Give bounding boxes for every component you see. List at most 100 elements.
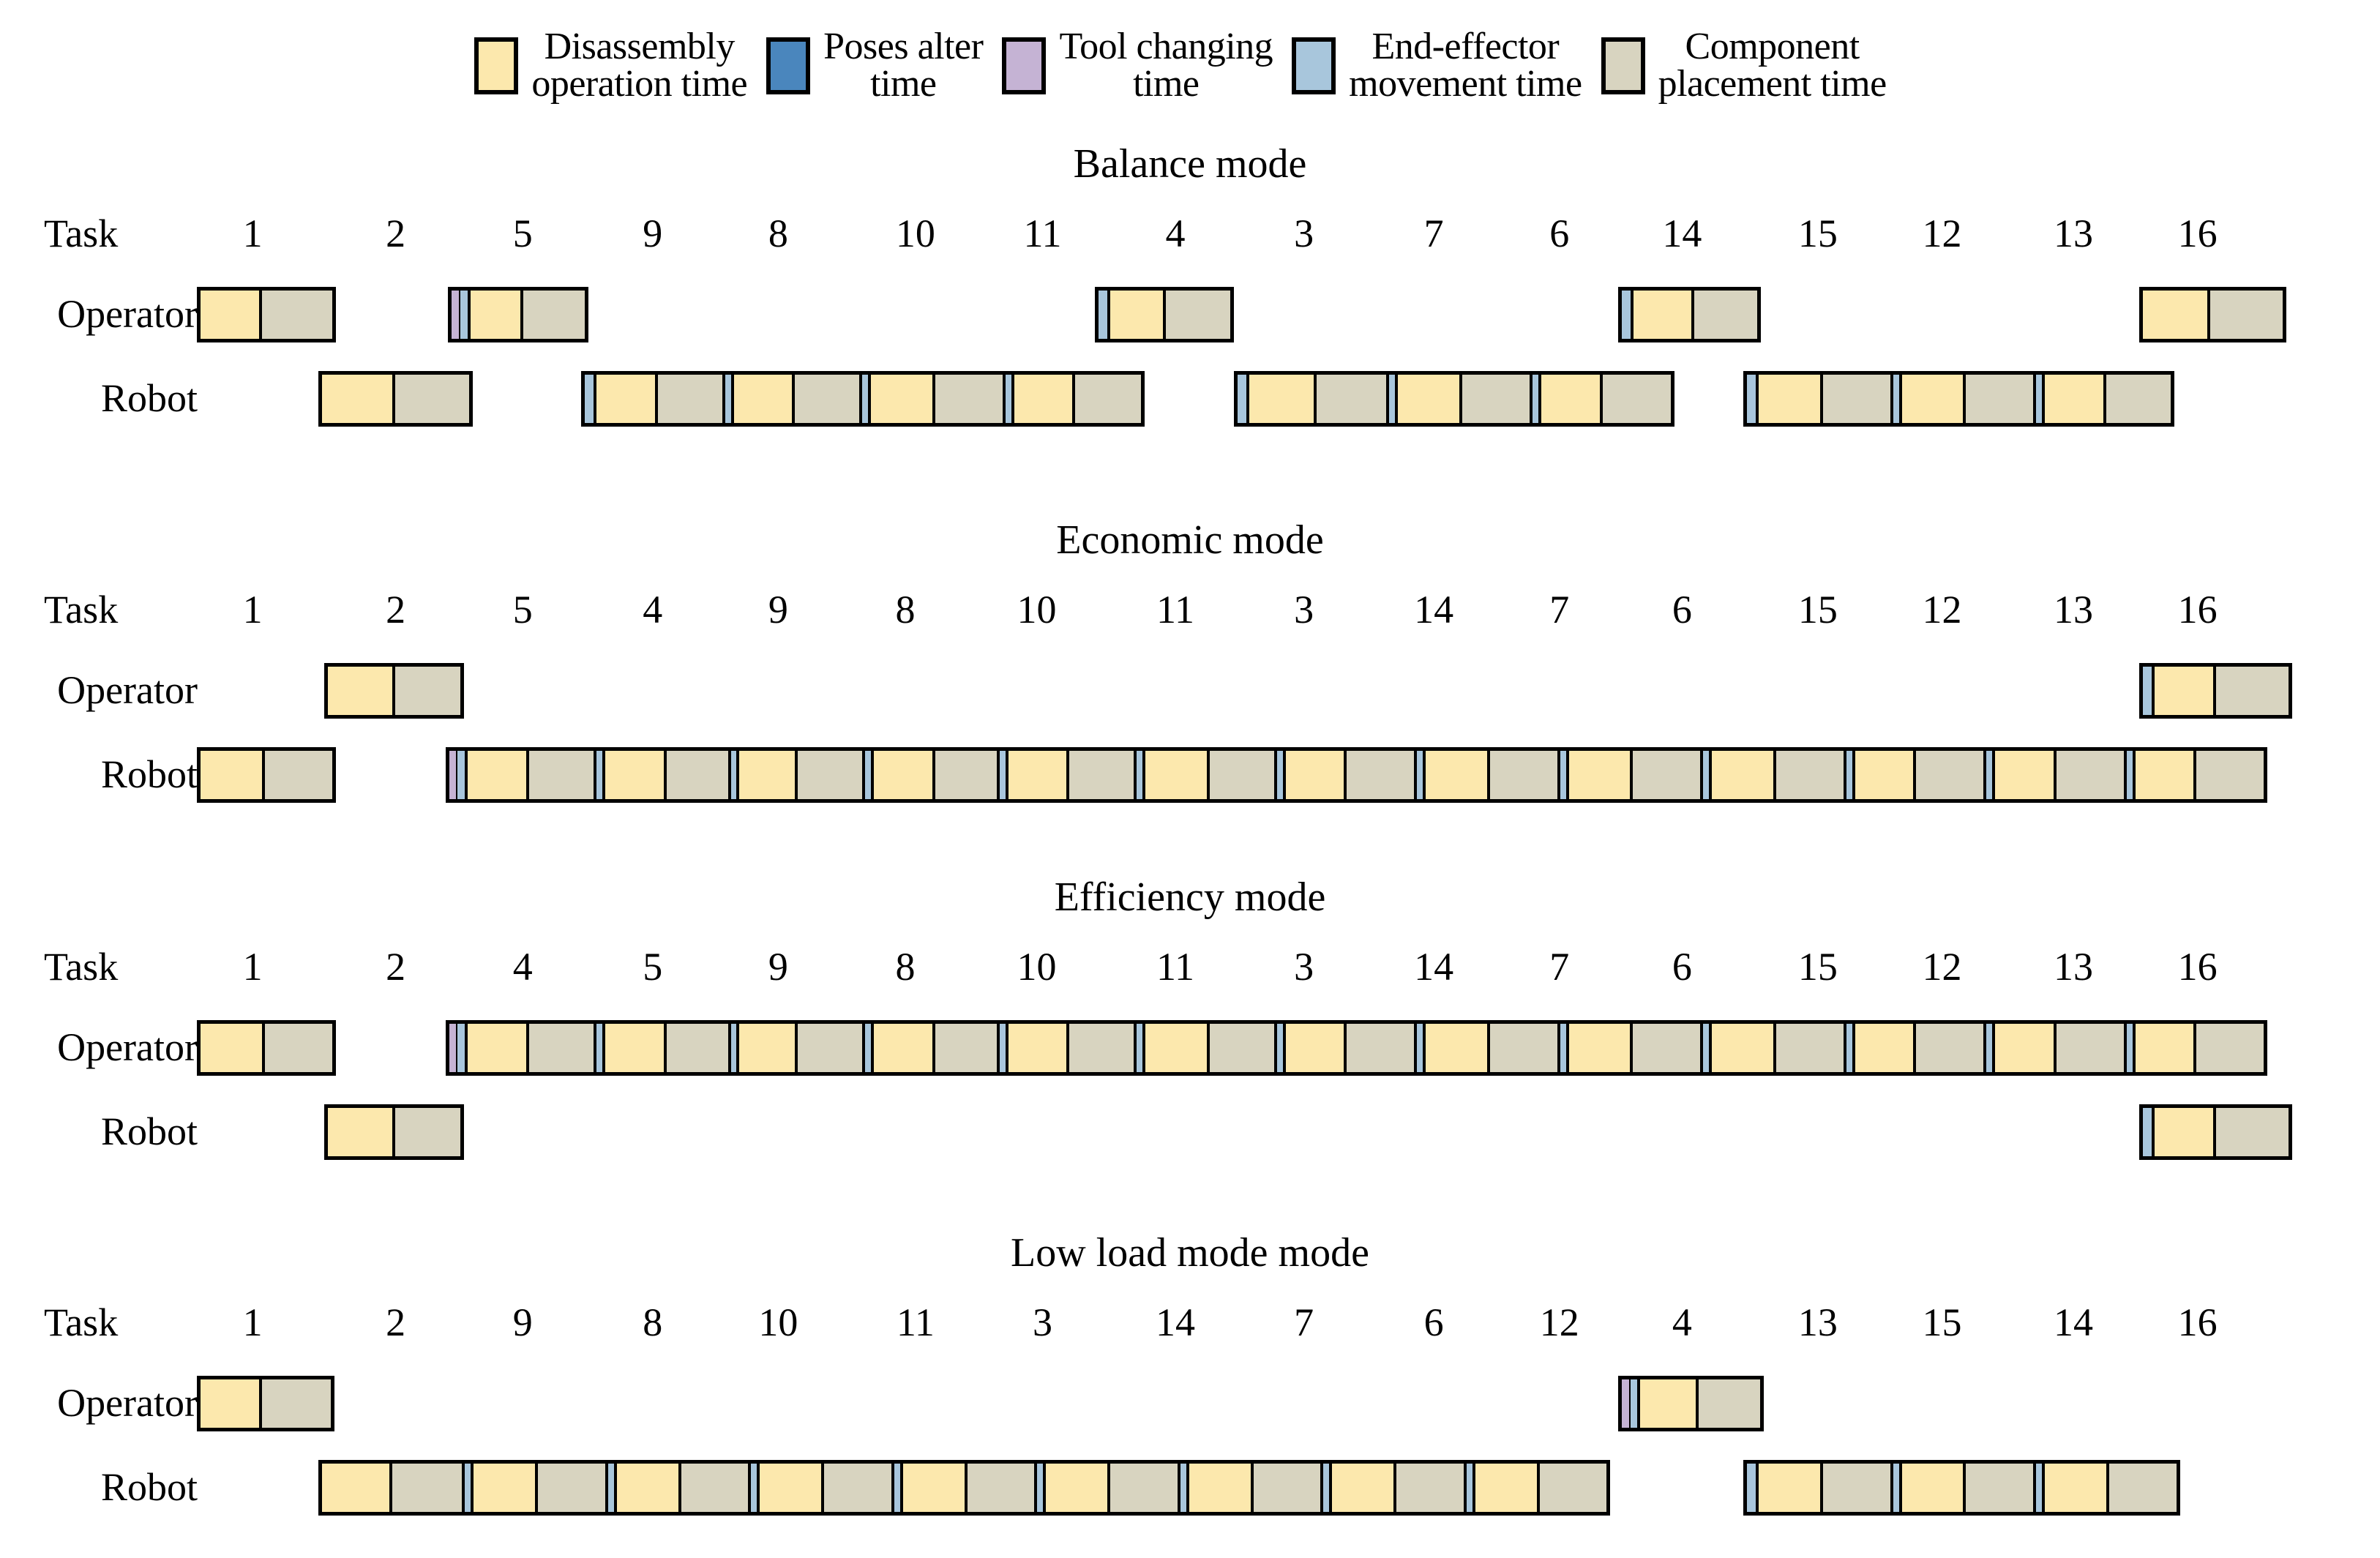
gantt-segment-placement[interactable]: [795, 1024, 863, 1072]
gantt-bar-group[interactable]: [197, 747, 336, 803]
gantt-segment-placement[interactable]: [1066, 751, 1134, 799]
gantt-segment-disassembly[interactable]: [1992, 1024, 2054, 1072]
gantt-segment-end-effector[interactable]: [996, 1024, 1006, 1072]
gantt-segment-placement[interactable]: [1486, 751, 1557, 799]
gantt-bar-group[interactable]: [1617, 1376, 1765, 1431]
gantt-segment-placement[interactable]: [526, 751, 594, 799]
gantt-segment-placement[interactable]: [932, 751, 997, 799]
gantt-segment-end-effector[interactable]: [859, 375, 869, 423]
gantt-bar-group[interactable]: [197, 287, 336, 342]
gantt-segment-disassembly[interactable]: [465, 1024, 527, 1072]
gantt-segment-placement[interactable]: [1963, 375, 2034, 423]
gantt-segment-disassembly[interactable]: [1756, 375, 1820, 423]
gantt-segment-disassembly[interactable]: [1630, 291, 1692, 339]
gantt-segment-end-effector[interactable]: [1237, 375, 1246, 423]
gantt-segment-placement[interactable]: [663, 751, 728, 799]
gantt-segment-end-effector[interactable]: [722, 375, 731, 423]
gantt-bar-group[interactable]: [2138, 287, 2287, 342]
gantt-segment-end-effector[interactable]: [1983, 1024, 1993, 1072]
gantt-segment-placement[interactable]: [1536, 1464, 1607, 1512]
gantt-segment-end-effector[interactable]: [1621, 291, 1631, 339]
gantt-segment-disassembly[interactable]: [1395, 375, 1460, 423]
gantt-segment-end-effector[interactable]: [1414, 751, 1423, 799]
gantt-bar-group[interactable]: [323, 663, 465, 719]
gantt-segment-disassembly[interactable]: [613, 1464, 678, 1512]
gantt-segment-end-effector[interactable]: [1386, 375, 1396, 423]
gantt-segment-end-effector[interactable]: [727, 1024, 737, 1072]
gantt-segment-disassembly[interactable]: [2151, 1108, 2213, 1156]
gantt-segment-disassembly[interactable]: [1898, 1464, 1964, 1512]
gantt-segment-disassembly[interactable]: [594, 375, 655, 423]
gantt-bar-group[interactable]: [197, 1376, 334, 1431]
gantt-segment-disassembly[interactable]: [1423, 1024, 1487, 1072]
gantt-segment-end-effector[interactable]: [1628, 1379, 1638, 1428]
gantt-segment-placement[interactable]: [1913, 751, 1984, 799]
gantt-bar-group[interactable]: [1743, 1460, 2180, 1516]
gantt-segment-disassembly[interactable]: [1005, 1024, 1067, 1072]
gantt-bar-group[interactable]: [323, 1104, 465, 1160]
gantt-segment-placement[interactable]: [262, 751, 332, 799]
gantt-segment-placement[interactable]: [1486, 1024, 1557, 1072]
gantt-segment-end-effector[interactable]: [1320, 1464, 1330, 1512]
gantt-segment-end-effector[interactable]: [1002, 375, 1011, 423]
gantt-segment-placement[interactable]: [1913, 1024, 1984, 1072]
gantt-segment-disassembly[interactable]: [2042, 375, 2103, 423]
gantt-bar-group[interactable]: [1233, 371, 1675, 427]
gantt-segment-placement[interactable]: [1691, 291, 1758, 339]
gantt-segment-end-effector[interactable]: [585, 375, 594, 423]
gantt-segment-end-effector[interactable]: [1414, 1024, 1423, 1072]
gantt-bar-group[interactable]: [1617, 287, 1762, 342]
gantt-segment-disassembly[interactable]: [1709, 1024, 1773, 1072]
gantt-segment-disassembly[interactable]: [2132, 751, 2194, 799]
gantt-segment-disassembly[interactable]: [1005, 751, 1067, 799]
gantt-segment-placement[interactable]: [1250, 1464, 1321, 1512]
gantt-segment-placement[interactable]: [1819, 375, 1890, 423]
gantt-bar-group[interactable]: [1743, 371, 2174, 427]
gantt-segment-disassembly[interactable]: [1898, 375, 1964, 423]
gantt-segment-placement[interactable]: [1107, 1464, 1178, 1512]
gantt-segment-end-effector[interactable]: [1134, 751, 1143, 799]
gantt-segment-end-effector[interactable]: [593, 751, 602, 799]
gantt-segment-disassembly[interactable]: [1472, 1464, 1537, 1512]
gantt-segment-end-effector[interactable]: [1747, 375, 1756, 423]
gantt-segment-end-effector[interactable]: [1983, 751, 1993, 799]
gantt-segment-disassembly[interactable]: [899, 1464, 965, 1512]
gantt-segment-placement[interactable]: [526, 1024, 594, 1072]
gantt-segment-placement[interactable]: [1963, 1464, 2034, 1512]
gantt-segment-placement[interactable]: [1206, 751, 1274, 799]
gantt-segment-end-effector[interactable]: [1463, 1464, 1472, 1512]
gantt-bar-group[interactable]: [1095, 287, 1234, 342]
gantt-bar-group[interactable]: [445, 747, 2268, 803]
gantt-segment-disassembly[interactable]: [1282, 751, 1344, 799]
gantt-segment-disassembly[interactable]: [1282, 1024, 1344, 1072]
gantt-segment-disassembly[interactable]: [1043, 1464, 1108, 1512]
gantt-segment-disassembly[interactable]: [602, 751, 664, 799]
gantt-segment-end-effector[interactable]: [1177, 1464, 1186, 1512]
gantt-segment-placement[interactable]: [2193, 751, 2264, 799]
gantt-segment-disassembly[interactable]: [1756, 1464, 1820, 1512]
gantt-segment-disassembly[interactable]: [321, 1464, 389, 1512]
gantt-segment-disassembly[interactable]: [1011, 375, 1073, 423]
gantt-segment-disassembly[interactable]: [602, 1024, 664, 1072]
gantt-segment-disassembly[interactable]: [201, 1024, 263, 1072]
gantt-segment-placement[interactable]: [1630, 1024, 1701, 1072]
gantt-segment-end-effector[interactable]: [1747, 1464, 1756, 1512]
gantt-segment-placement[interactable]: [1630, 751, 1701, 799]
gantt-segment-disassembly[interactable]: [1246, 375, 1314, 423]
gantt-segment-disassembly[interactable]: [1329, 1464, 1394, 1512]
gantt-segment-placement[interactable]: [1773, 1024, 1844, 1072]
gantt-segment-disassembly[interactable]: [1142, 751, 1207, 799]
gantt-segment-placement[interactable]: [821, 1464, 891, 1512]
gantt-segment-end-effector[interactable]: [1034, 1464, 1044, 1512]
gantt-segment-end-effector[interactable]: [593, 1024, 602, 1072]
gantt-segment-disassembly[interactable]: [201, 291, 260, 339]
gantt-bar-group[interactable]: [581, 371, 1145, 427]
gantt-segment-placement[interactable]: [2053, 751, 2124, 799]
gantt-segment-placement[interactable]: [2106, 1464, 2177, 1512]
gantt-segment-disassembly[interactable]: [465, 751, 527, 799]
gantt-segment-disassembly[interactable]: [1637, 1379, 1696, 1428]
gantt-segment-placement[interactable]: [392, 667, 461, 715]
gantt-segment-placement[interactable]: [389, 1464, 463, 1512]
gantt-bar-group[interactable]: [318, 1460, 1611, 1516]
gantt-segment-placement[interactable]: [392, 375, 470, 423]
